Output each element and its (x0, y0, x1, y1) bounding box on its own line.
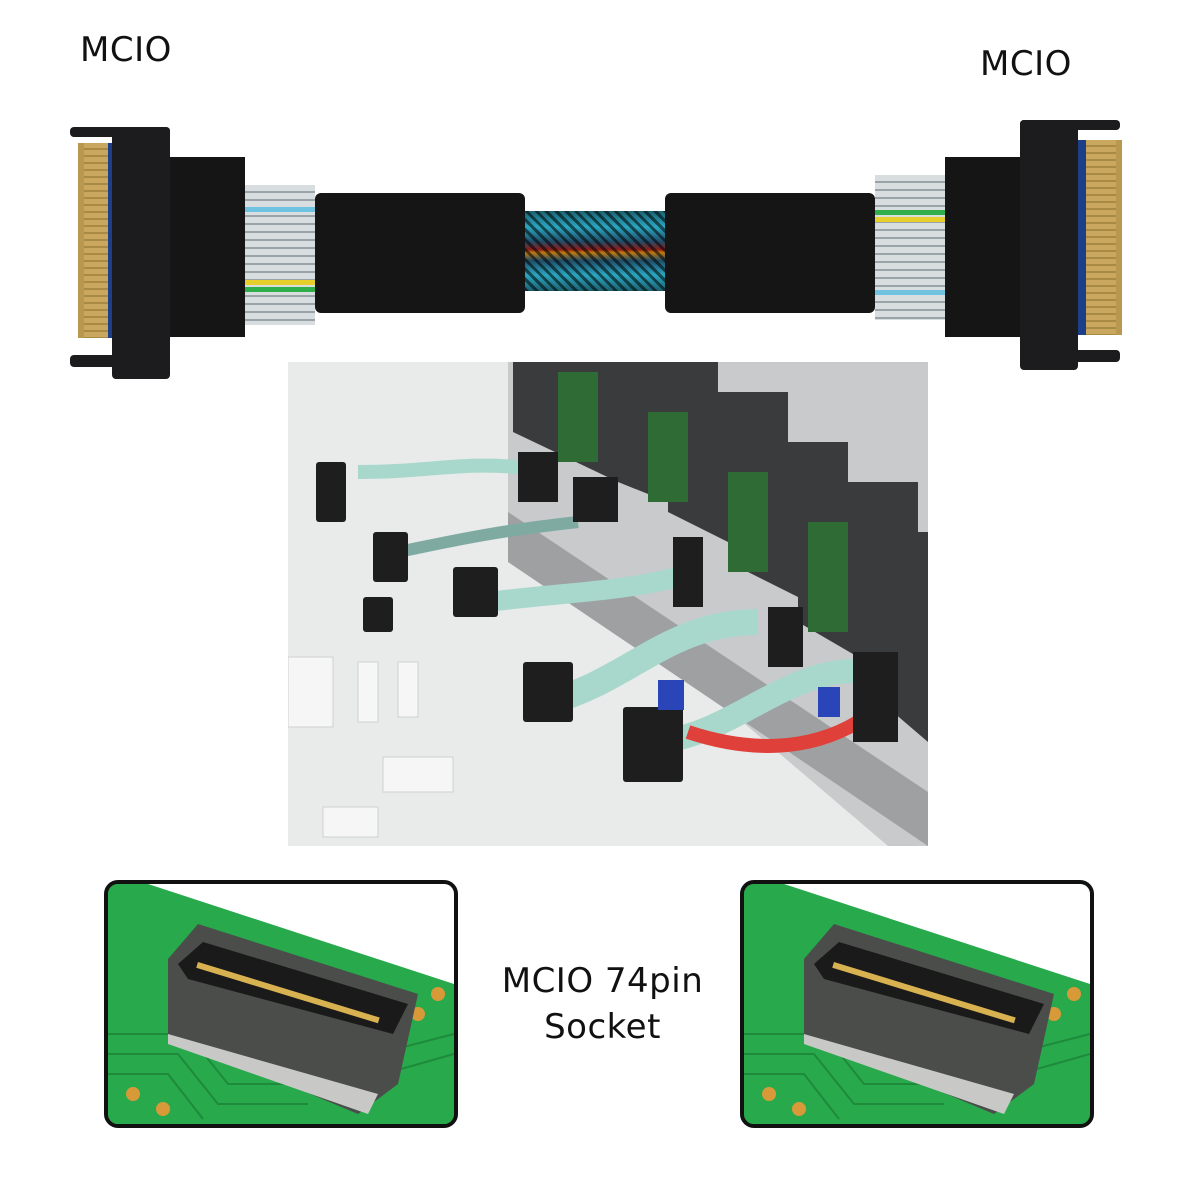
wire-yellow-r (875, 217, 945, 222)
sleeve-left (315, 193, 525, 313)
wire-bundle-left (245, 185, 315, 325)
braided-sleeve (525, 211, 665, 291)
application-scene-image (288, 362, 928, 846)
gold-contacts-right (1086, 140, 1122, 335)
sleeve-right (665, 193, 875, 313)
wire-blue (245, 207, 315, 212)
socket-label: MCIO 74pin Socket (480, 958, 725, 1050)
server-render-illustration (288, 362, 928, 846)
socket-label-line2: Socket (544, 1007, 661, 1047)
socket-illustration (744, 884, 1090, 1124)
socket-photo-right (740, 880, 1094, 1128)
connector-shell-right-bottom (1020, 350, 1120, 362)
connector-label-right: MCIO (980, 44, 1072, 84)
pcb-edge-right (1078, 140, 1086, 335)
wire-green (245, 287, 315, 292)
strain-relief-left (170, 157, 245, 337)
wire-green-r (875, 210, 945, 215)
connector-housing-left (112, 127, 170, 379)
connector-housing-right (1020, 120, 1078, 370)
connector-shell-right (1020, 120, 1120, 130)
strain-relief-right (945, 157, 1020, 337)
wire-blue-r (875, 290, 945, 295)
socket-label-line1: MCIO 74pin (501, 961, 704, 1001)
socket-photo-left (104, 880, 458, 1128)
socket-illustration (108, 884, 454, 1124)
connector-label-left: MCIO (80, 30, 172, 70)
wire-yellow (245, 280, 315, 285)
cable-image (60, 115, 1140, 385)
wire-bundle-right (875, 175, 945, 320)
